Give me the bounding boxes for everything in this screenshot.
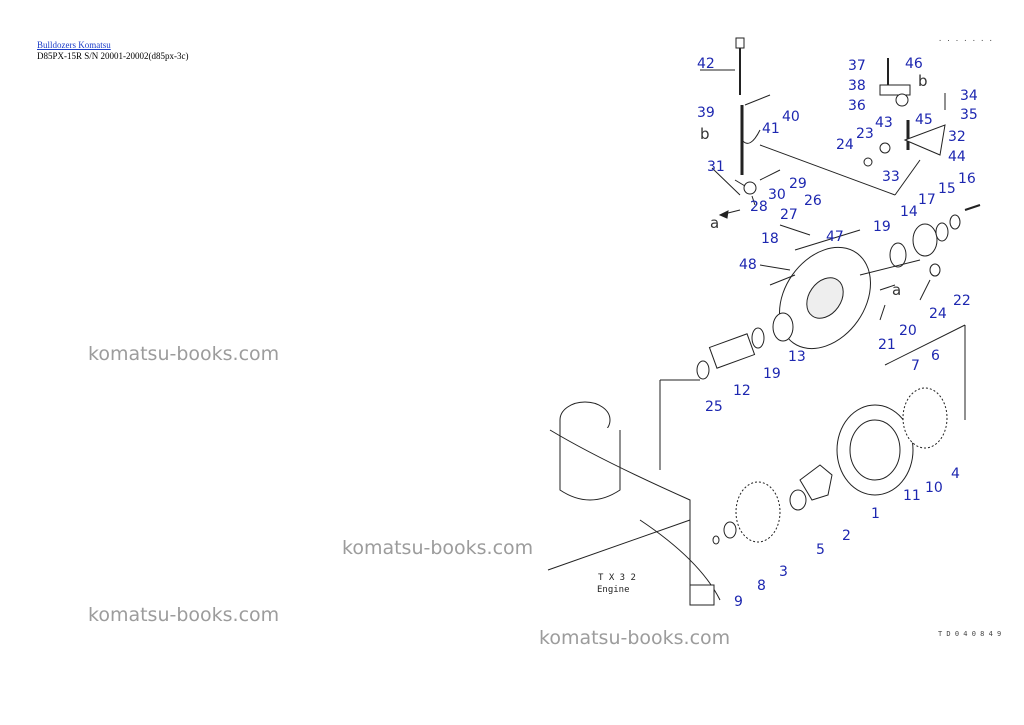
callout-23: 23 [856, 126, 874, 142]
callout-32: 32 [948, 129, 966, 145]
callout-22: 22 [953, 293, 971, 309]
breadcrumb-link[interactable]: Bulldozers Komatsu [37, 40, 111, 50]
watermark-4: komatsu-books.com [539, 627, 731, 649]
callout-15: 15 [938, 181, 956, 197]
reference-letter-b-left: b [700, 125, 710, 143]
callout-43: 43 [875, 115, 893, 131]
callout-34: 34 [960, 88, 978, 104]
callout-47: 47 [826, 229, 844, 245]
reference-letter-a-left: a [710, 214, 719, 232]
callout-33: 33 [882, 169, 900, 185]
watermark-1: komatsu-books.com [88, 343, 280, 365]
callout-11: 11 [903, 488, 921, 504]
callout-8: 8 [757, 578, 766, 594]
callout-16: 16 [958, 171, 976, 187]
callout-41: 41 [762, 121, 780, 137]
callout-28: 28 [750, 199, 768, 215]
callout-21: 21 [878, 337, 896, 353]
watermark-2: komatsu-books.com [342, 537, 534, 559]
callout-5: 5 [816, 542, 825, 558]
drawing-number: T D 0 4 0 8 4 9 [938, 630, 1001, 638]
callout-19b: 19 [763, 366, 781, 382]
reference-letter-a-right: a [892, 281, 901, 299]
callout-19: 19 [873, 219, 891, 235]
model-subtitle: D85PX-15R S/N 20001-20002(d85px-3c) [37, 51, 189, 61]
callout-27: 27 [780, 207, 798, 223]
callout-2: 2 [842, 528, 851, 544]
callout-10: 10 [925, 480, 943, 496]
callout-26: 26 [804, 193, 822, 209]
callout-3: 3 [779, 564, 788, 580]
callout-9: 9 [734, 594, 743, 610]
callout-38: 38 [848, 78, 866, 94]
callout-35: 35 [960, 107, 978, 123]
callout-39: 39 [697, 105, 715, 121]
callout-6: 6 [931, 348, 940, 364]
callout-37: 37 [848, 58, 866, 74]
engine-label-code: T X 3 2 [598, 573, 636, 583]
engine-label: Engine [597, 585, 630, 595]
callout-40: 40 [782, 109, 800, 125]
callout-24: 24 [836, 137, 854, 153]
page-header: Bulldozers Komatsu D85PX-15R S/N 20001-2… [37, 40, 189, 62]
callout-46: 46 [905, 56, 923, 72]
callout-4: 4 [951, 466, 960, 482]
callout-29: 29 [789, 176, 807, 192]
callout-14: 14 [900, 204, 918, 220]
callout-31: 31 [707, 159, 725, 175]
callout-25: 25 [705, 399, 723, 415]
callout-18: 18 [761, 231, 779, 247]
reference-letter-b-right: b [918, 72, 928, 90]
callout-17: 17 [918, 192, 936, 208]
callout-7: 7 [911, 358, 920, 374]
corner-code: . . . . . . . [938, 35, 993, 43]
callout-48: 48 [739, 257, 757, 273]
callout-24b: 24 [929, 306, 947, 322]
watermark-3: komatsu-books.com [88, 604, 280, 626]
callout-44: 44 [948, 149, 966, 165]
callout-45: 45 [915, 112, 933, 128]
callout-36: 36 [848, 98, 866, 114]
callout-12: 12 [733, 383, 751, 399]
callout-20: 20 [899, 323, 917, 339]
callout-13: 13 [788, 349, 806, 365]
callout-42: 42 [697, 56, 715, 72]
callout-30: 30 [768, 187, 786, 203]
callout-1: 1 [871, 506, 880, 522]
